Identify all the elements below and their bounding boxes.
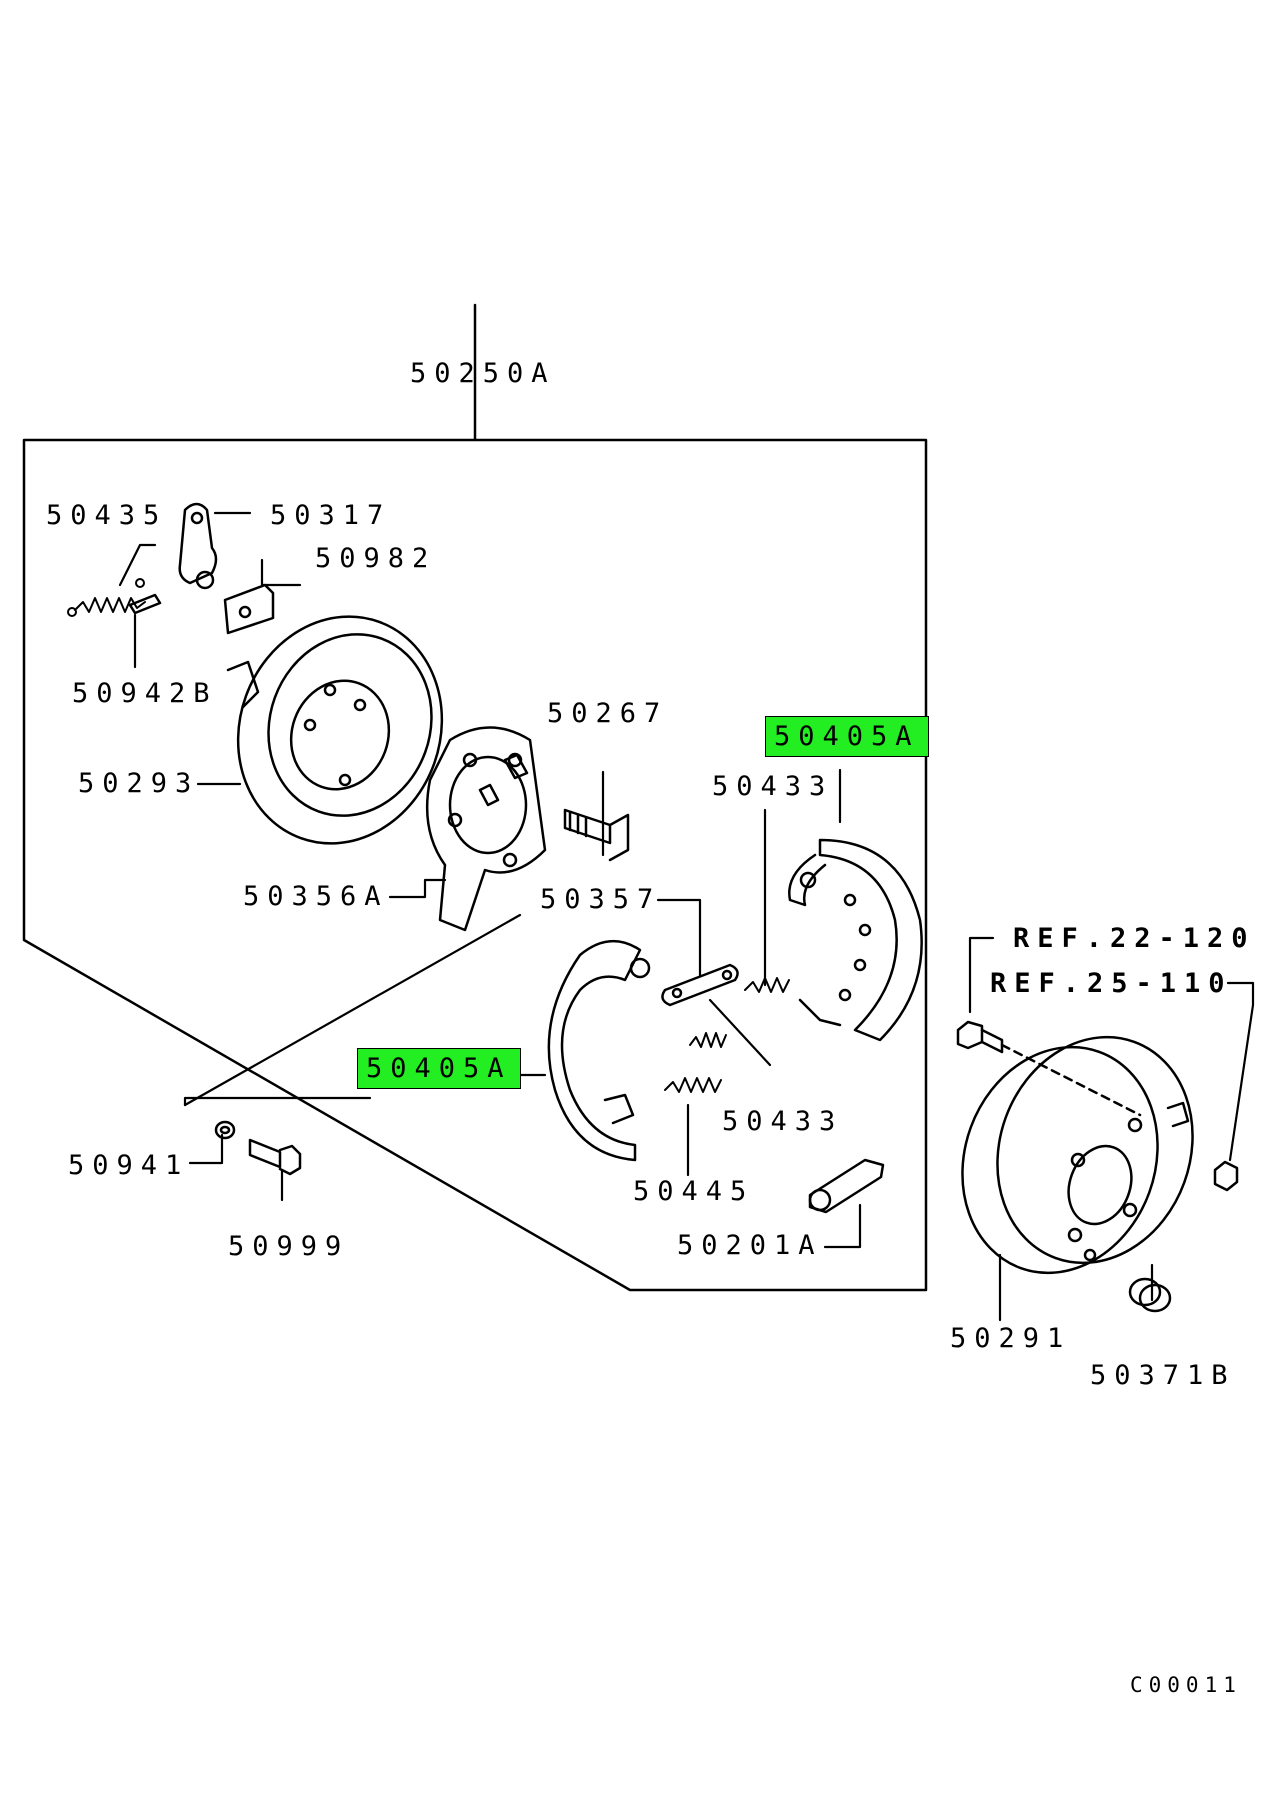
brake-shoe-icon [788, 838, 923, 1042]
assembly-label: 50250A [410, 358, 556, 389]
part-label-50357[interactable]: 50357 [540, 884, 662, 915]
assembly-outline [22, 303, 928, 1292]
bolt-icon [248, 1138, 302, 1176]
part-label-50267[interactable]: 50267 [547, 698, 669, 729]
nut-icon [1213, 1160, 1239, 1192]
part-label-50371b[interactable]: 50371B [1090, 1360, 1236, 1391]
adjuster-icon [808, 1158, 885, 1214]
plate-icon [425, 726, 547, 932]
part-label-50433-top[interactable]: 50433 [712, 771, 834, 802]
washer-icon [214, 1120, 236, 1140]
part-label-50445[interactable]: 50445 [633, 1176, 755, 1207]
part-label-50317[interactable]: 50317 [270, 500, 392, 531]
part-label-50293[interactable]: 50293 [78, 768, 200, 799]
part-label-50201a[interactable]: 50201A [677, 1230, 823, 1261]
part-label-50982[interactable]: 50982 [315, 543, 437, 574]
strut-icon [661, 963, 739, 1007]
pin-icon [128, 593, 162, 615]
part-label-50433-bottom[interactable]: 50433 [722, 1106, 844, 1137]
reference-label-25-110[interactable]: REF.25-110 [990, 968, 1233, 999]
part-label-50941[interactable]: 50941 [68, 1150, 190, 1181]
lever-icon [178, 502, 218, 590]
clip-icon [223, 583, 275, 635]
part-label-50405a-top[interactable]: 50405A [765, 716, 929, 757]
part-label-50405a-bottom[interactable]: 50405A [357, 1048, 521, 1089]
bolt-icon [956, 1020, 1142, 1117]
reference-label-22-120[interactable]: REF.22-120 [1013, 923, 1256, 954]
anchor-pin-icon [563, 808, 630, 862]
backing-plate-icon [226, 615, 444, 845]
brake-shoe-icon [547, 939, 651, 1162]
spring-icon [67, 578, 146, 617]
plug-icon [1128, 1277, 1172, 1313]
part-label-50999[interactable]: 50999 [228, 1231, 350, 1262]
part-label-50435[interactable]: 50435 [46, 500, 168, 531]
part-label-50356a[interactable]: 50356A [243, 881, 389, 912]
figure-code: C00011 [1130, 1673, 1242, 1697]
leader-lines [118, 511, 1255, 1322]
part-label-50942b[interactable]: 50942B [72, 678, 218, 709]
spring-icon [664, 977, 790, 1093]
part-label-50291[interactable]: 50291 [950, 1323, 1072, 1354]
brake-drum-icon [961, 1035, 1194, 1275]
